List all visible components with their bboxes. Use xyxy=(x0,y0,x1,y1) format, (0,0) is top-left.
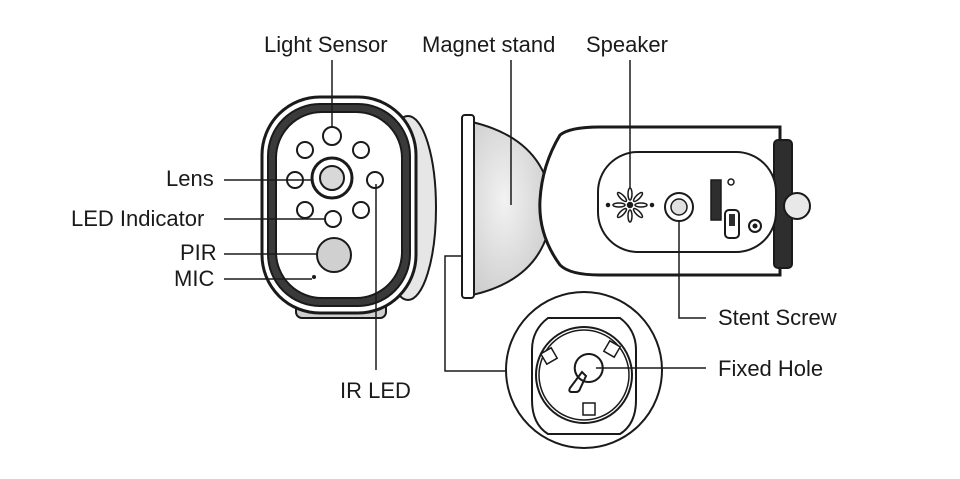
light-sensor-dot xyxy=(322,126,342,146)
label-mic: MIC xyxy=(174,266,215,291)
label-magnet-stand: Magnet stand xyxy=(422,32,556,57)
side-view xyxy=(461,114,811,299)
tab-bottom xyxy=(582,402,596,416)
tab-right xyxy=(602,339,622,359)
lens-inner xyxy=(319,165,345,191)
magnet-stand-plate xyxy=(461,114,475,299)
label-pir: PIR xyxy=(180,240,217,265)
ir-led-5 xyxy=(296,201,314,219)
tab-left xyxy=(539,346,559,366)
fixed-hole-keyhole xyxy=(568,353,604,393)
ir-led-4 xyxy=(366,171,384,189)
label-fixed-hole: Fixed Hole xyxy=(718,356,824,381)
pir-dome xyxy=(316,237,352,273)
led-indicator-dot xyxy=(324,210,342,228)
stand-back-view xyxy=(505,291,663,449)
ir-led-2 xyxy=(352,141,370,159)
card-slot xyxy=(710,179,722,221)
label-speaker: Speaker xyxy=(586,32,668,57)
leader-stand-bracket xyxy=(444,255,506,372)
label-stent-screw: Stent Screw xyxy=(718,305,837,330)
ir-led-6 xyxy=(352,201,370,219)
reset-hole xyxy=(727,178,735,186)
label-led-indicator: LED Indicator xyxy=(71,206,205,231)
ir-led-1 xyxy=(296,141,314,159)
side-bump xyxy=(783,192,811,220)
stent-screw-inner xyxy=(670,198,688,216)
leader-lines xyxy=(224,60,706,372)
label-light-sensor: Light Sensor xyxy=(264,32,388,57)
mic-hole xyxy=(312,275,316,279)
label-ir-led: IR LED xyxy=(340,378,411,403)
speaker-grill xyxy=(605,187,655,223)
front-view xyxy=(260,95,437,319)
leader-stent-screw xyxy=(678,221,706,319)
label-lens: Lens xyxy=(166,166,214,191)
